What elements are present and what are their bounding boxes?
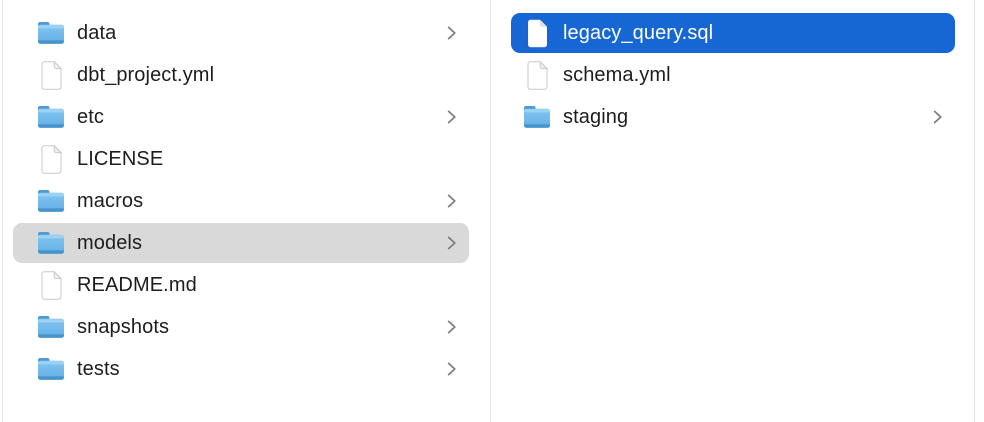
chevron-right-icon	[446, 235, 457, 251]
file-row-schema-yml[interactable]: schema.yml	[511, 55, 955, 95]
folder-icon	[524, 106, 550, 128]
row-label: dbt_project.yml	[77, 63, 215, 86]
row-label: models	[77, 231, 143, 254]
file-icon	[527, 18, 548, 48]
chevron-right-icon	[446, 25, 457, 41]
folder-row-tests[interactable]: tests	[13, 349, 469, 389]
folder-row-snapshots[interactable]: snapshots	[13, 307, 469, 347]
row-label: staging	[563, 105, 629, 128]
file-row-dbt-project-yml[interactable]: dbt_project.yml	[13, 55, 469, 95]
column-children: legacy_query.sql schema.yml staging	[491, 0, 975, 422]
column-next-sliver	[975, 0, 984, 422]
row-label: LICENSE	[77, 147, 164, 170]
folder-row-etc[interactable]: etc	[13, 97, 469, 137]
column-parent: data dbt_project.yml etc LICENSE macros …	[2, 0, 491, 422]
chevron-right-icon	[446, 319, 457, 335]
row-label: etc	[77, 105, 104, 128]
row-label: macros	[77, 189, 144, 212]
folder-icon	[38, 22, 64, 44]
folder-icon	[38, 190, 64, 212]
row-label: snapshots	[77, 315, 170, 338]
folder-icon	[38, 316, 64, 338]
folder-icon	[38, 106, 64, 128]
file-icon	[41, 270, 62, 300]
folder-row-macros[interactable]: macros	[13, 181, 469, 221]
folder-icon	[38, 232, 64, 254]
row-label: tests	[77, 357, 120, 380]
chevron-right-icon	[446, 109, 457, 125]
file-icon	[527, 60, 548, 90]
row-label: README.md	[77, 273, 197, 296]
row-label: schema.yml	[563, 63, 671, 86]
row-label: data	[77, 21, 117, 44]
file-icon	[41, 60, 62, 90]
file-row-readme-md[interactable]: README.md	[13, 265, 469, 305]
file-icon	[41, 144, 62, 174]
folder-row-staging[interactable]: staging	[511, 97, 955, 137]
row-label: legacy_query.sql	[563, 21, 714, 44]
file-row-legacy-query-sql[interactable]: legacy_query.sql	[511, 13, 955, 53]
chevron-right-icon	[446, 361, 457, 377]
file-row-license[interactable]: LICENSE	[13, 139, 469, 179]
chevron-right-icon	[932, 109, 943, 125]
folder-row-models[interactable]: models	[13, 223, 469, 263]
chevron-right-icon	[446, 193, 457, 209]
folder-row-data[interactable]: data	[13, 13, 469, 53]
folder-icon	[38, 358, 64, 380]
